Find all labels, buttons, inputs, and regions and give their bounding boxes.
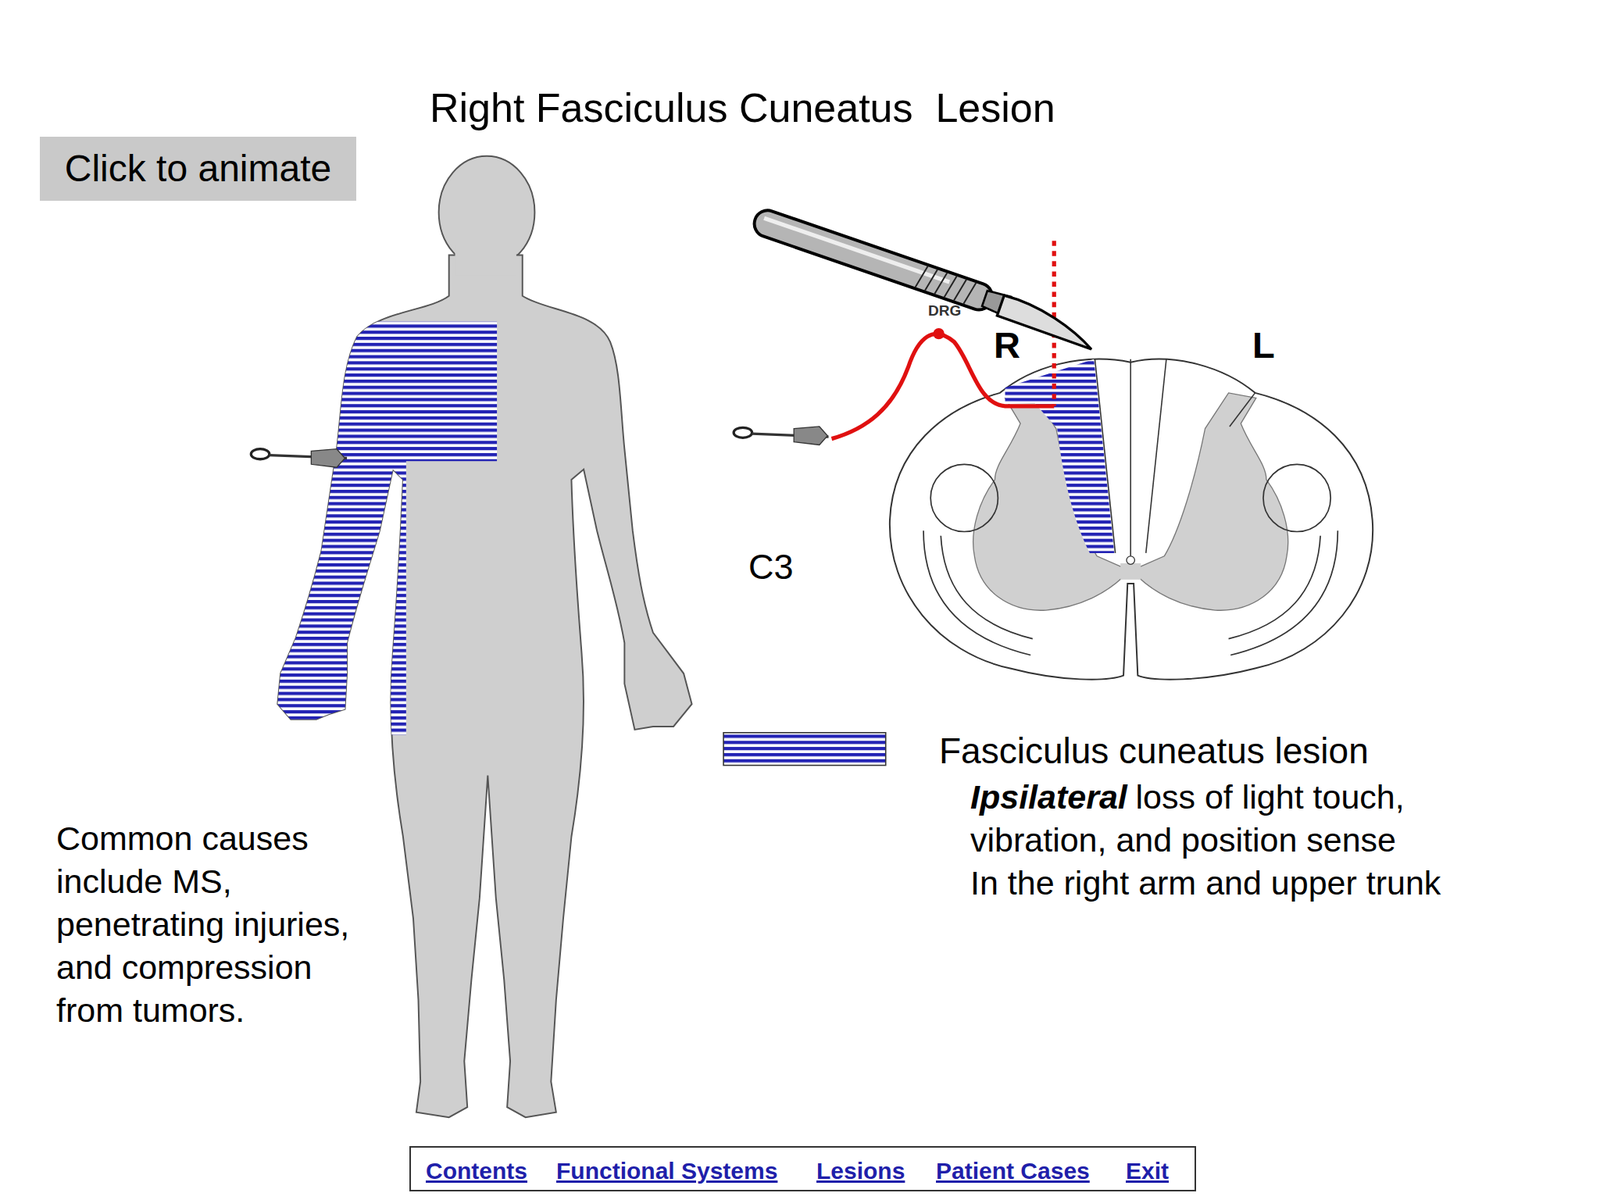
title: Right Fasciculus Cuneatus Lesion [429, 82, 1056, 134]
button-box: Click to animate [39, 136, 357, 201]
tract-outline [1230, 530, 1338, 655]
legend-swatch [723, 732, 886, 766]
deficit-text: In the right arm and upper trunk [970, 861, 1600, 905]
pin-loop [733, 427, 753, 438]
tract-outline [1263, 464, 1331, 532]
emphasis-word: Ipsilateral [970, 778, 1128, 816]
pin-tuft [793, 426, 828, 446]
nav-link: Functional Systems [556, 1157, 778, 1184]
column-boundary [1146, 359, 1167, 554]
legend-text: Fasciculus cuneatus lesion [939, 728, 1369, 775]
tract-outline [1228, 535, 1322, 640]
sensory-loss-stripes [265, 321, 497, 735]
scalpel [750, 207, 1100, 350]
tract-outline [940, 535, 1033, 640]
drg-label: DRG [928, 301, 961, 321]
pin-loop [250, 449, 270, 460]
deficit-block: Ipsilateralloss of light touch, vibratio… [970, 775, 1518, 862]
grey-commissure [1120, 563, 1141, 580]
side-label: L [1252, 322, 1275, 369]
median-septum [1129, 359, 1132, 557]
cord-outline [889, 359, 1373, 680]
drg-cell [932, 328, 944, 340]
side-label: R [993, 322, 1021, 369]
legend-stripes [723, 732, 886, 766]
deficit-region [265, 321, 497, 735]
pin-icon [733, 426, 829, 446]
handle-grip [914, 264, 976, 306]
tract-outline [930, 464, 998, 532]
central-canal [1126, 556, 1135, 565]
grey-matter [1139, 392, 1289, 611]
handle-shine [764, 217, 950, 283]
scalpel-handle [750, 207, 997, 314]
column-boundary [1094, 359, 1115, 554]
neck [455, 244, 517, 275]
causes-note: Common causes include MS, penetrating in… [56, 817, 385, 1033]
nav-link: Patient Cases [935, 1157, 1090, 1184]
level-label: C3 [748, 545, 794, 590]
button-label: Click to animate [64, 150, 332, 188]
nav-link: Lesions [816, 1157, 905, 1184]
spinal-cord-section [889, 359, 1373, 680]
nav-link: Contents [425, 1157, 528, 1184]
root-entry [1229, 392, 1256, 427]
pin-tuft [310, 449, 345, 468]
dorsal-root-fiber [831, 333, 1054, 439]
pin-icon [250, 449, 347, 468]
nav-link: Exit [1125, 1157, 1169, 1184]
tract-outline [923, 530, 1031, 655]
nav-bar: Contents Functional Systems Lesions Patient… [409, 1146, 1197, 1192]
